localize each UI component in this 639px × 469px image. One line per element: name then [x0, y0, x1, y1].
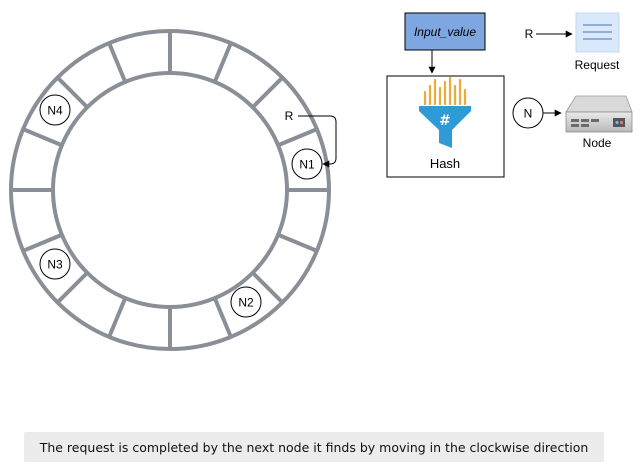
ring-node-n3: N3	[39, 248, 71, 280]
hash-ring	[9, 29, 331, 351]
ring-segment-dividers	[11, 31, 329, 349]
ring-node-n2: N2	[230, 286, 262, 318]
ring-divider	[277, 232, 318, 253]
ring-divider	[107, 42, 128, 83]
ring-inner	[51, 71, 289, 309]
caption-banner: The request is completed by the next nod…	[24, 432, 604, 462]
funnel-icon: #	[419, 76, 471, 148]
ring-divider	[277, 127, 318, 148]
legend-request: R Request	[525, 12, 620, 72]
node-label: N4	[47, 104, 63, 118]
ring-divider	[56, 76, 89, 109]
ring-divider	[107, 297, 128, 338]
input-value-label: Input_value	[414, 25, 476, 39]
hash-title: Hash	[430, 156, 460, 171]
ring-divider	[251, 271, 284, 304]
node-label: N2	[238, 296, 254, 310]
node-label: N3	[47, 258, 63, 272]
request-document-icon	[575, 12, 620, 53]
ring-request-label: R	[285, 109, 294, 123]
ring-divider	[212, 297, 233, 338]
legend-node-label: Node	[583, 136, 612, 150]
ring-node-n4: N4	[39, 94, 71, 126]
ring-divider	[56, 271, 89, 304]
node-label: N1	[299, 158, 315, 172]
hash-box: # Hash	[386, 75, 505, 178]
ring-divider	[251, 76, 284, 109]
legend-node: N Node	[512, 95, 633, 150]
server-icon	[565, 95, 633, 133]
legend-node-key: N	[524, 107, 533, 121]
hash-symbol: #	[439, 113, 451, 129]
ring-divider	[22, 127, 63, 148]
input-value-box: Input_value	[404, 12, 486, 51]
ring-node-n1: N1	[291, 148, 323, 180]
legend-request-label: Request	[575, 58, 620, 72]
ring-divider	[22, 232, 63, 253]
legend-request-key: R	[525, 27, 534, 41]
ring-divider	[212, 42, 233, 83]
clockwise-arrow	[298, 115, 337, 168]
